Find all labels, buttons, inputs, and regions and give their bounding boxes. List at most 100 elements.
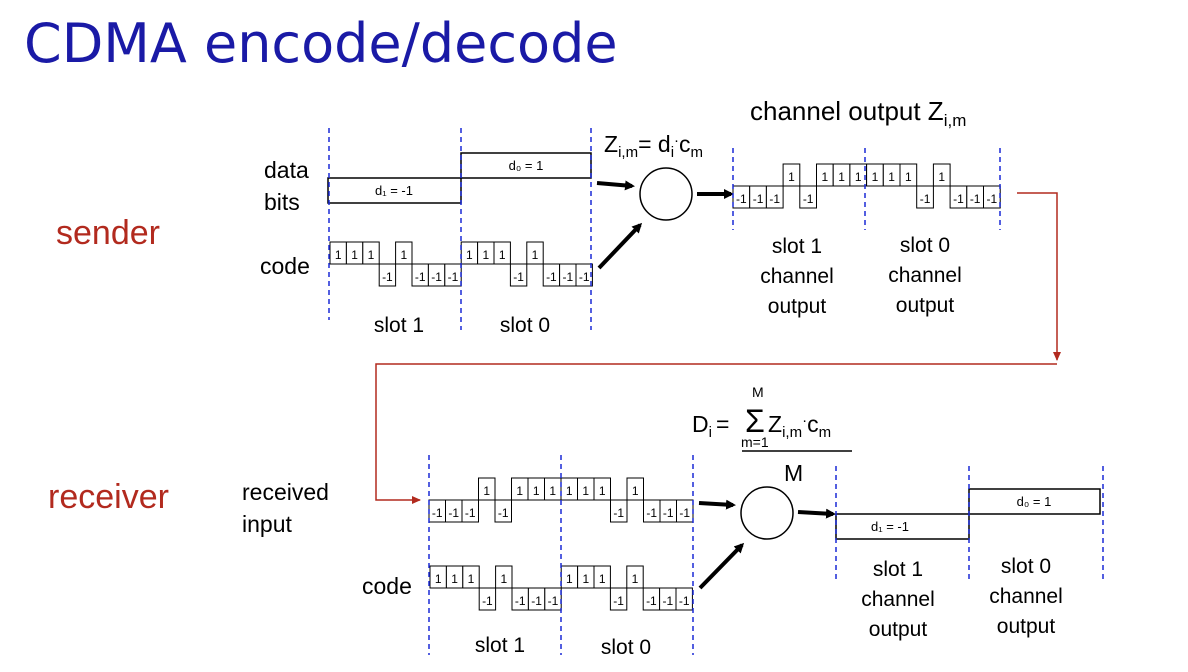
receiver-d0-label: d₀ = 1 xyxy=(1017,494,1052,509)
chip-label: -1 xyxy=(382,270,393,284)
chip xyxy=(493,241,511,265)
chip xyxy=(916,185,934,209)
chip-label: -1 xyxy=(513,270,524,284)
chip-label: -1 xyxy=(679,594,690,608)
channel-connector xyxy=(375,363,1057,504)
chip xyxy=(626,565,644,589)
chip-label: -1 xyxy=(803,192,814,206)
chip-label: 1 xyxy=(483,484,490,498)
svg-text:Σ: Σ xyxy=(745,403,765,439)
svg-text:Di=: Di= xyxy=(692,411,729,441)
chip-label: 1 xyxy=(400,248,407,262)
chip-label: 1 xyxy=(335,248,342,262)
received-input-label-line2: input xyxy=(242,511,292,537)
sender-d1-box xyxy=(327,177,462,204)
chip-label: -1 xyxy=(953,192,964,206)
chip xyxy=(478,587,497,611)
chip-label: -1 xyxy=(736,192,747,206)
chip xyxy=(362,241,380,265)
chip xyxy=(378,263,397,287)
chip-label: 1 xyxy=(482,248,489,262)
chip-label: 1 xyxy=(599,572,606,586)
chip xyxy=(799,185,817,209)
sender-code-label: code xyxy=(260,253,310,279)
sender-d1-label: d₁ = -1 xyxy=(375,183,413,198)
code-to-multiplier-arrow xyxy=(597,222,643,270)
chip xyxy=(899,163,918,187)
chip xyxy=(461,499,479,523)
out-slot0-line1: slot 0 xyxy=(900,234,950,257)
svg-text:m=1: m=1 xyxy=(741,434,769,450)
input-to-integrator-arrow xyxy=(698,499,736,510)
receiver-slot0-label: slot 0 xyxy=(601,636,651,659)
chip-label: -1 xyxy=(415,270,426,284)
chip xyxy=(395,241,413,265)
chip-label: -1 xyxy=(432,506,443,520)
out-slot1-line1: slot 1 xyxy=(772,235,822,258)
chip-label: 1 xyxy=(549,484,556,498)
sender-slot0-label: slot 0 xyxy=(500,314,550,337)
chip xyxy=(494,499,512,523)
chip-label: -1 xyxy=(662,594,673,608)
receiver-d1-box xyxy=(835,513,970,540)
data-to-multiplier-arrow xyxy=(596,180,635,191)
chip-label: -1 xyxy=(448,270,459,284)
recv-out-slot0-line2: channel xyxy=(989,585,1063,608)
chip-label: 1 xyxy=(435,572,442,586)
chip xyxy=(462,565,480,589)
chip-label: 1 xyxy=(466,248,473,262)
chip-label: 1 xyxy=(632,572,639,586)
sender-d0-label: d₀ = 1 xyxy=(509,158,544,173)
chip-label: 1 xyxy=(888,170,895,184)
chip-label: -1 xyxy=(431,270,442,284)
recv-out-slot1-line2: channel xyxy=(861,588,935,611)
receiver-d0-box xyxy=(968,488,1101,515)
out-slot1-line3: output xyxy=(768,295,827,318)
out-slot0-line2: channel xyxy=(888,264,962,287)
chip-label: 1 xyxy=(468,572,475,586)
out-slot0-line3: output xyxy=(896,294,955,317)
chip-label: 1 xyxy=(532,248,539,262)
receiver-slot1-label: slot 1 xyxy=(475,634,525,657)
svg-text:M: M xyxy=(784,460,803,486)
chip-label: 1 xyxy=(938,170,945,184)
chip-label: -1 xyxy=(663,506,674,520)
recv-out-slot1-line1: slot 1 xyxy=(873,558,923,581)
chip-label: 1 xyxy=(566,484,573,498)
chip-label: -1 xyxy=(970,192,981,206)
svg-text:Zi,m·cm: Zi,m·cm xyxy=(768,411,831,441)
chip-label: 1 xyxy=(500,572,507,586)
chip-label: 1 xyxy=(855,170,862,184)
channel-output-title: channel output Zi,m xyxy=(750,96,966,130)
chip-label: -1 xyxy=(448,506,459,520)
chip-label: 1 xyxy=(632,484,639,498)
chip-label: 1 xyxy=(368,248,375,262)
chip-label: -1 xyxy=(613,506,624,520)
received-input-label-line1: received xyxy=(242,479,329,505)
chip-label: 1 xyxy=(872,170,879,184)
chip-label: 1 xyxy=(788,170,795,184)
recv-out-slot0-line1: slot 0 xyxy=(1001,555,1051,578)
chip-label: -1 xyxy=(769,192,780,206)
channel-connector xyxy=(1017,192,1061,361)
svg-text:M: M xyxy=(752,384,764,400)
chip-label: -1 xyxy=(482,594,493,608)
encode-formula: Zi,m= di·cm xyxy=(604,131,703,161)
chip-label: -1 xyxy=(646,594,657,608)
out-slot1-line2: channel xyxy=(760,265,834,288)
chip-label: -1 xyxy=(562,270,573,284)
chip-label: 1 xyxy=(499,248,506,262)
chip-label: -1 xyxy=(920,192,931,206)
chip xyxy=(626,477,644,501)
chip-label: 1 xyxy=(582,572,589,586)
chip-label: 1 xyxy=(838,170,845,184)
chip xyxy=(609,587,628,611)
recv-out-slot1-line3: output xyxy=(869,618,928,641)
chip-label: 1 xyxy=(351,248,358,262)
chip-label: 1 xyxy=(533,484,540,498)
data-bits-label-line1: data xyxy=(264,157,309,183)
